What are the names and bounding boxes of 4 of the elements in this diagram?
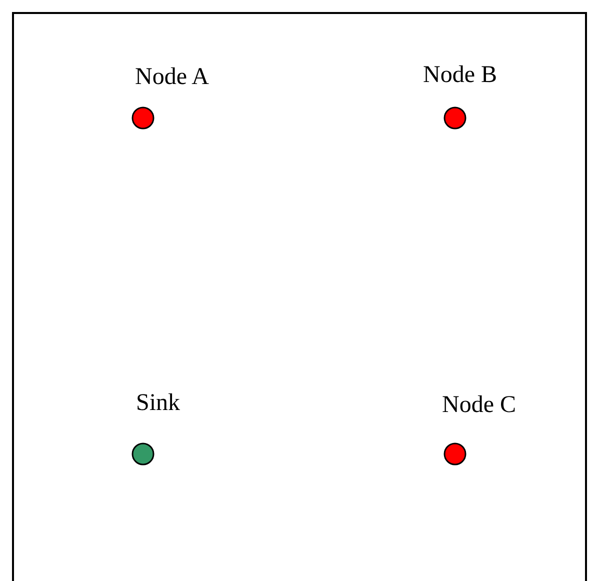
node-label: Node B: [423, 61, 497, 90]
node-label: Node C: [442, 391, 516, 420]
node-label: Sink: [136, 389, 180, 418]
node-label: Node A: [135, 63, 209, 92]
